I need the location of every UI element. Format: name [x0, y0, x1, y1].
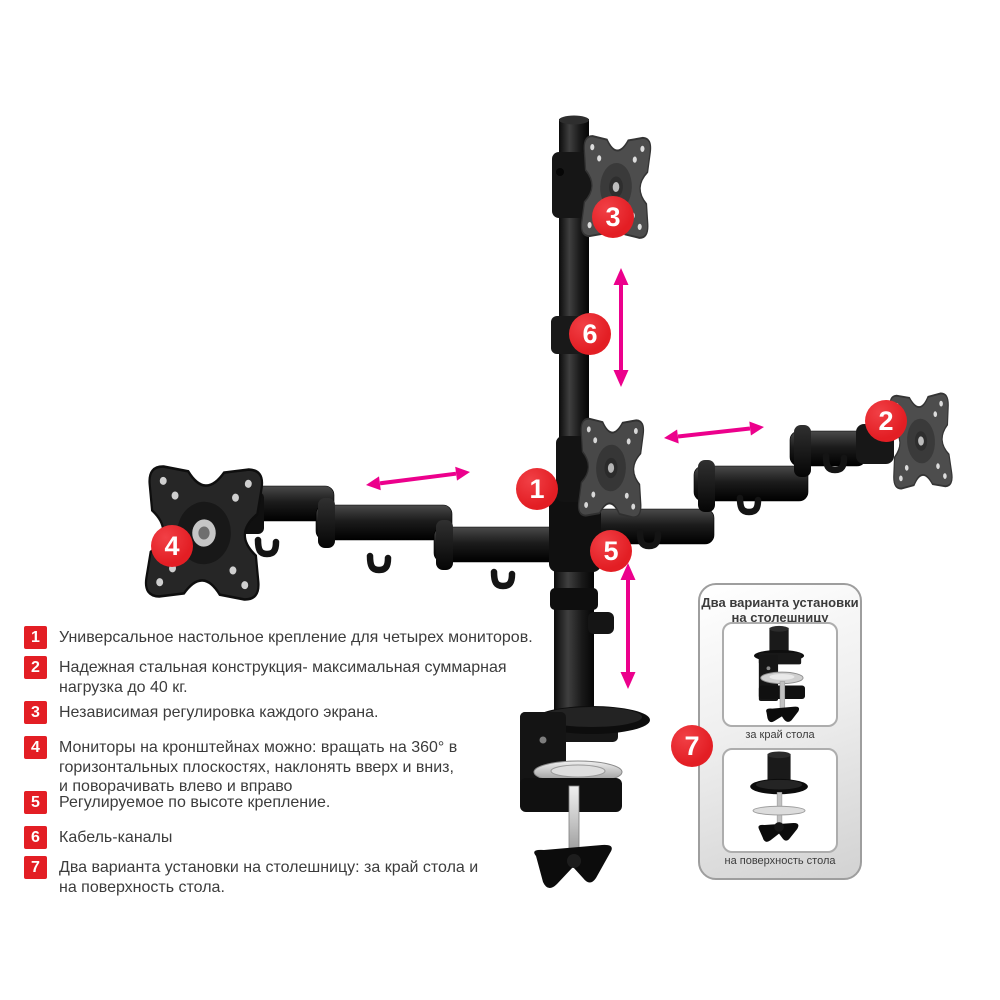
cable-clip	[736, 494, 762, 516]
legend-text-1: Универсальное настольное крепление для ч…	[59, 629, 533, 646]
right-arm	[595, 424, 894, 550]
legend-badge-1: 1	[24, 626, 47, 649]
callout-badge-1: 1	[516, 468, 558, 510]
desk-clamp	[520, 706, 650, 889]
legend-text-2: Надежная стальная конструкция- максималь…	[59, 659, 507, 696]
legend-badge-3: 3	[24, 701, 47, 724]
edge-clamp-drawing	[754, 625, 806, 723]
cable-clip	[254, 536, 280, 558]
legend-item-3: 3 Независимая регулировка каждого экрана…	[24, 701, 378, 724]
cable-clip	[366, 552, 392, 574]
cable-clip	[490, 568, 516, 590]
callout-badge-3: 3	[592, 196, 634, 238]
callout-badge-4: 4	[151, 525, 193, 567]
grommet-mount-drawing	[750, 751, 808, 842]
legend-text-6: Кабель-каналы	[59, 829, 173, 846]
callout-badge-5: 5	[590, 530, 632, 572]
grommet-mount-figure	[722, 748, 838, 853]
legend-item-5: 5 Регулируемое по высоте крепление.	[24, 791, 330, 814]
cable-clip	[636, 528, 662, 550]
cable-clip	[822, 452, 848, 474]
callout-badge-6: 6	[569, 313, 611, 355]
legend-text-3: Независимая регулировка каждого экрана.	[59, 704, 379, 721]
double-arrow-height-adjust	[620, 563, 636, 689]
legend-badge-5: 5	[24, 791, 47, 814]
edge-clamp-caption: за край стола	[745, 729, 815, 741]
double-arrow-left-arm	[366, 466, 470, 491]
legend-text-7: Два варианта установки на столешницу: за…	[59, 859, 479, 896]
legend-badge-6: 6	[24, 826, 47, 849]
callout-badge-7: 7	[671, 725, 713, 767]
legend-badge-4: 4	[24, 736, 47, 759]
edge-clamp-figure	[722, 622, 838, 727]
legend-item-7: 7 Два варианта установки на столешницу: …	[24, 856, 478, 897]
grommet-mount-caption: на поверхность стола	[724, 855, 836, 867]
callout-badge-2: 2	[865, 400, 907, 442]
installation-panel: Два варианта установки на столешницу за …	[698, 583, 862, 880]
double-arrow-cable-channel	[613, 268, 629, 387]
panel-title: Два варианта установки на столешницу	[701, 595, 859, 625]
double-arrow-right-arm	[664, 421, 764, 444]
legend-item-1: 1 Универсальное настольное крепление для…	[24, 626, 533, 649]
legend-text-5: Регулируемое по высоте крепление.	[59, 794, 331, 811]
legend-item-2: 2 Надежная стальная конструкция- максима…	[24, 656, 507, 697]
legend-text-4: Мониторы на кронштейнах можно: вращать н…	[59, 739, 458, 795]
legend-item-4: 4 Мониторы на кронштейнах можно: вращать…	[24, 736, 457, 797]
legend-badge-2: 2	[24, 656, 47, 679]
legend-item-6: 6 Кабель-каналы	[24, 826, 172, 849]
legend-badge-7: 7	[24, 856, 47, 879]
center-vesa-plate	[578, 418, 644, 518]
